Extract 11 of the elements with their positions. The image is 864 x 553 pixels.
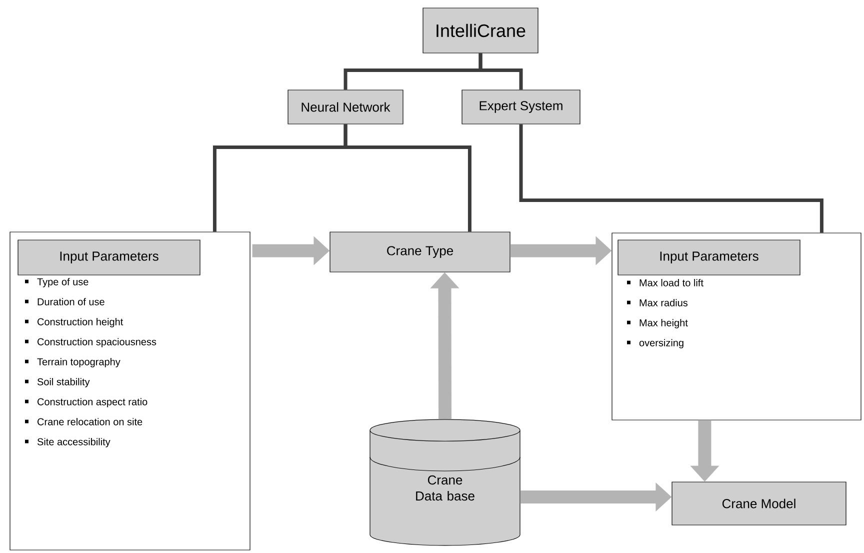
process-box: IntelliCrane bbox=[422, 8, 538, 54]
connector-line bbox=[478, 53, 523, 90]
connector-line bbox=[519, 124, 824, 233]
process-box: Input Parameters bbox=[18, 240, 200, 276]
process-box: Input Parameters bbox=[618, 240, 800, 276]
database-cylinder: Crane Data base bbox=[370, 419, 520, 546]
process-box: Expert System bbox=[462, 90, 580, 124]
connector-line bbox=[344, 124, 472, 232]
process-box: Crane Model bbox=[672, 482, 846, 526]
process-box: Crane Type bbox=[330, 232, 510, 272]
process-box: Neural Network bbox=[288, 90, 404, 124]
